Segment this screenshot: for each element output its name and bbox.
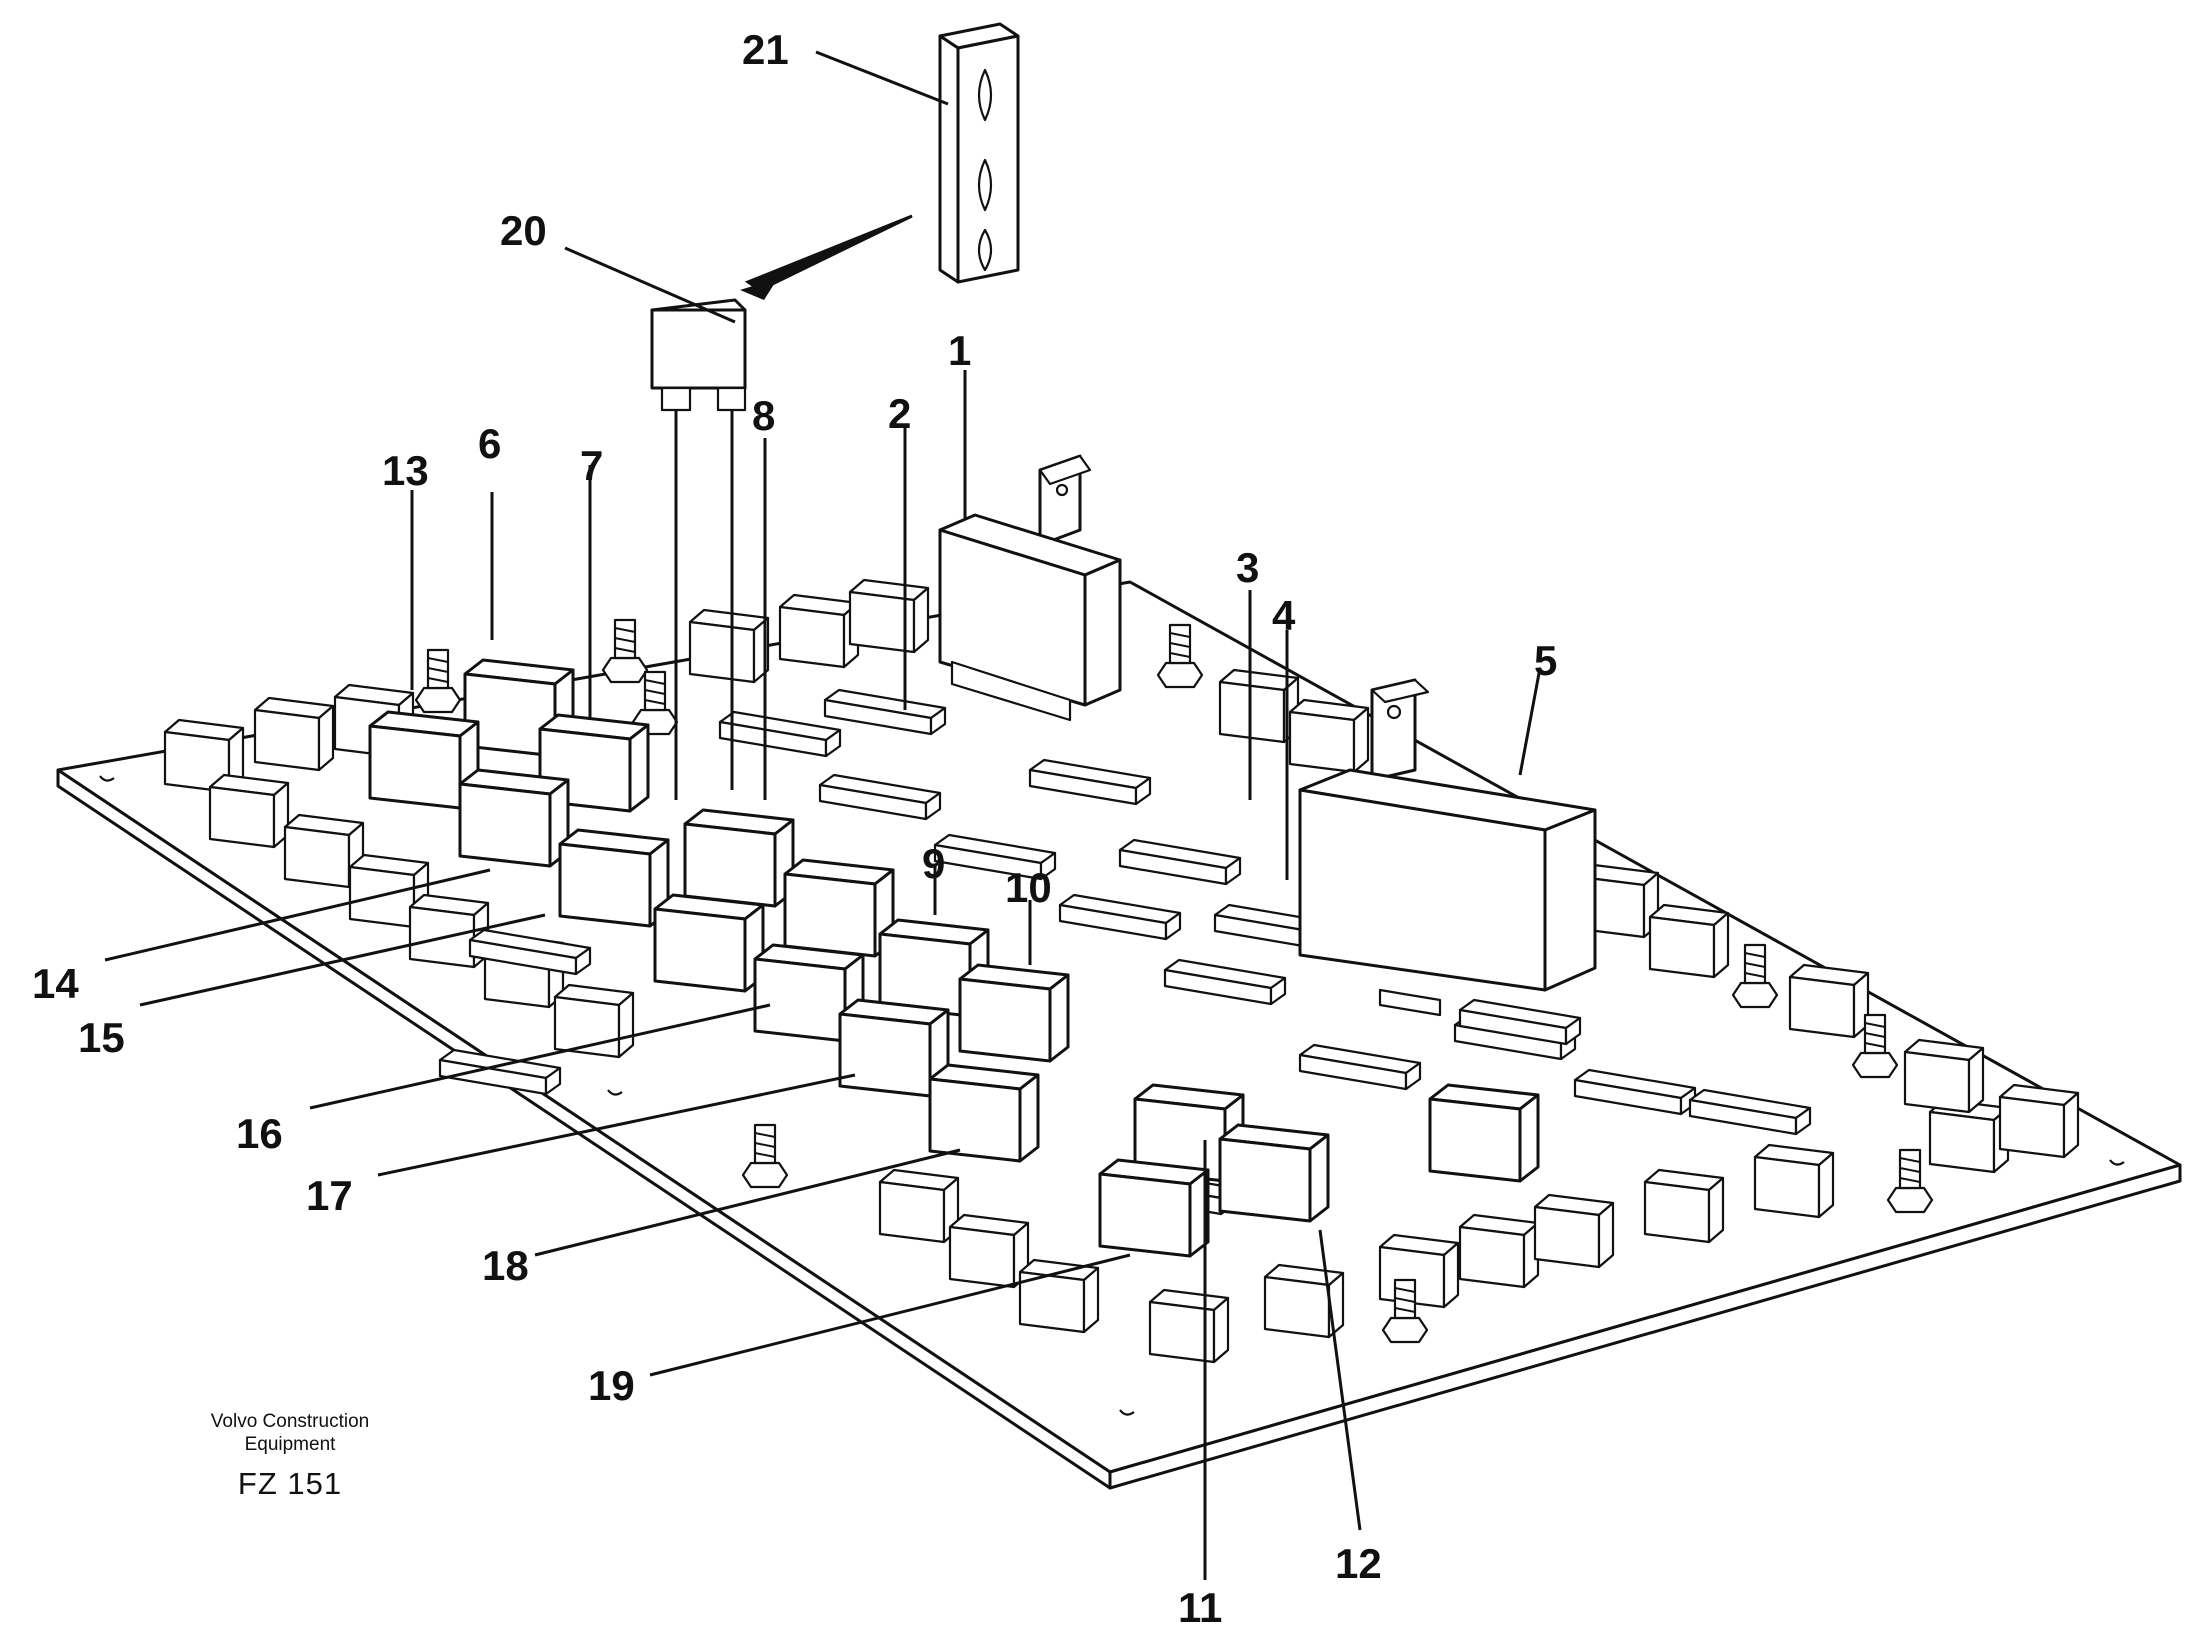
company-name: Volvo Construction <box>210 1411 370 1432</box>
callout-19: 19 <box>588 1362 635 1409</box>
plug-in-fuse-20 <box>650 298 747 800</box>
callout-9: 9 <box>922 840 945 887</box>
callout-3: 3 <box>1236 544 1259 591</box>
callout-15: 15 <box>78 1014 125 1061</box>
figure-code: FZ 151 <box>237 1466 343 1501</box>
callout-2: 2 <box>888 390 911 437</box>
callout-13: 13 <box>382 447 429 494</box>
insertion-arrow <box>740 214 913 300</box>
callout-17: 17 <box>306 1172 353 1219</box>
callout-8: 8 <box>752 392 775 439</box>
callout-1: 1 <box>948 327 971 374</box>
callout-4: 4 <box>1272 592 1296 639</box>
callout-6: 6 <box>478 420 501 467</box>
fuse-puller-21 <box>938 22 1020 284</box>
callout-5: 5 <box>1534 637 1557 684</box>
callout-11: 11 <box>1178 1584 1222 1631</box>
callout-12: 12 <box>1335 1540 1382 1587</box>
callout-14: 14 <box>32 960 79 1007</box>
company-name-line2: Equipment <box>244 1434 336 1455</box>
large-relay-1 <box>938 454 1122 722</box>
callout-18: 18 <box>482 1242 529 1289</box>
callout-21: 21 <box>742 26 789 73</box>
callout-10: 10 <box>1005 864 1052 911</box>
callout-labels: 1 2 3 4 5 6 7 8 9 10 11 12 13 14 15 16 1… <box>32 26 1557 1631</box>
figure-caption: Volvo Construction Equipment FZ 151 <box>160 1410 420 1502</box>
callout-20: 20 <box>500 207 547 254</box>
large-relay-5 <box>1298 678 1597 1017</box>
callout-7: 7 <box>580 442 603 489</box>
callout-16: 16 <box>236 1110 283 1157</box>
leader-lines <box>104 50 1542 1580</box>
